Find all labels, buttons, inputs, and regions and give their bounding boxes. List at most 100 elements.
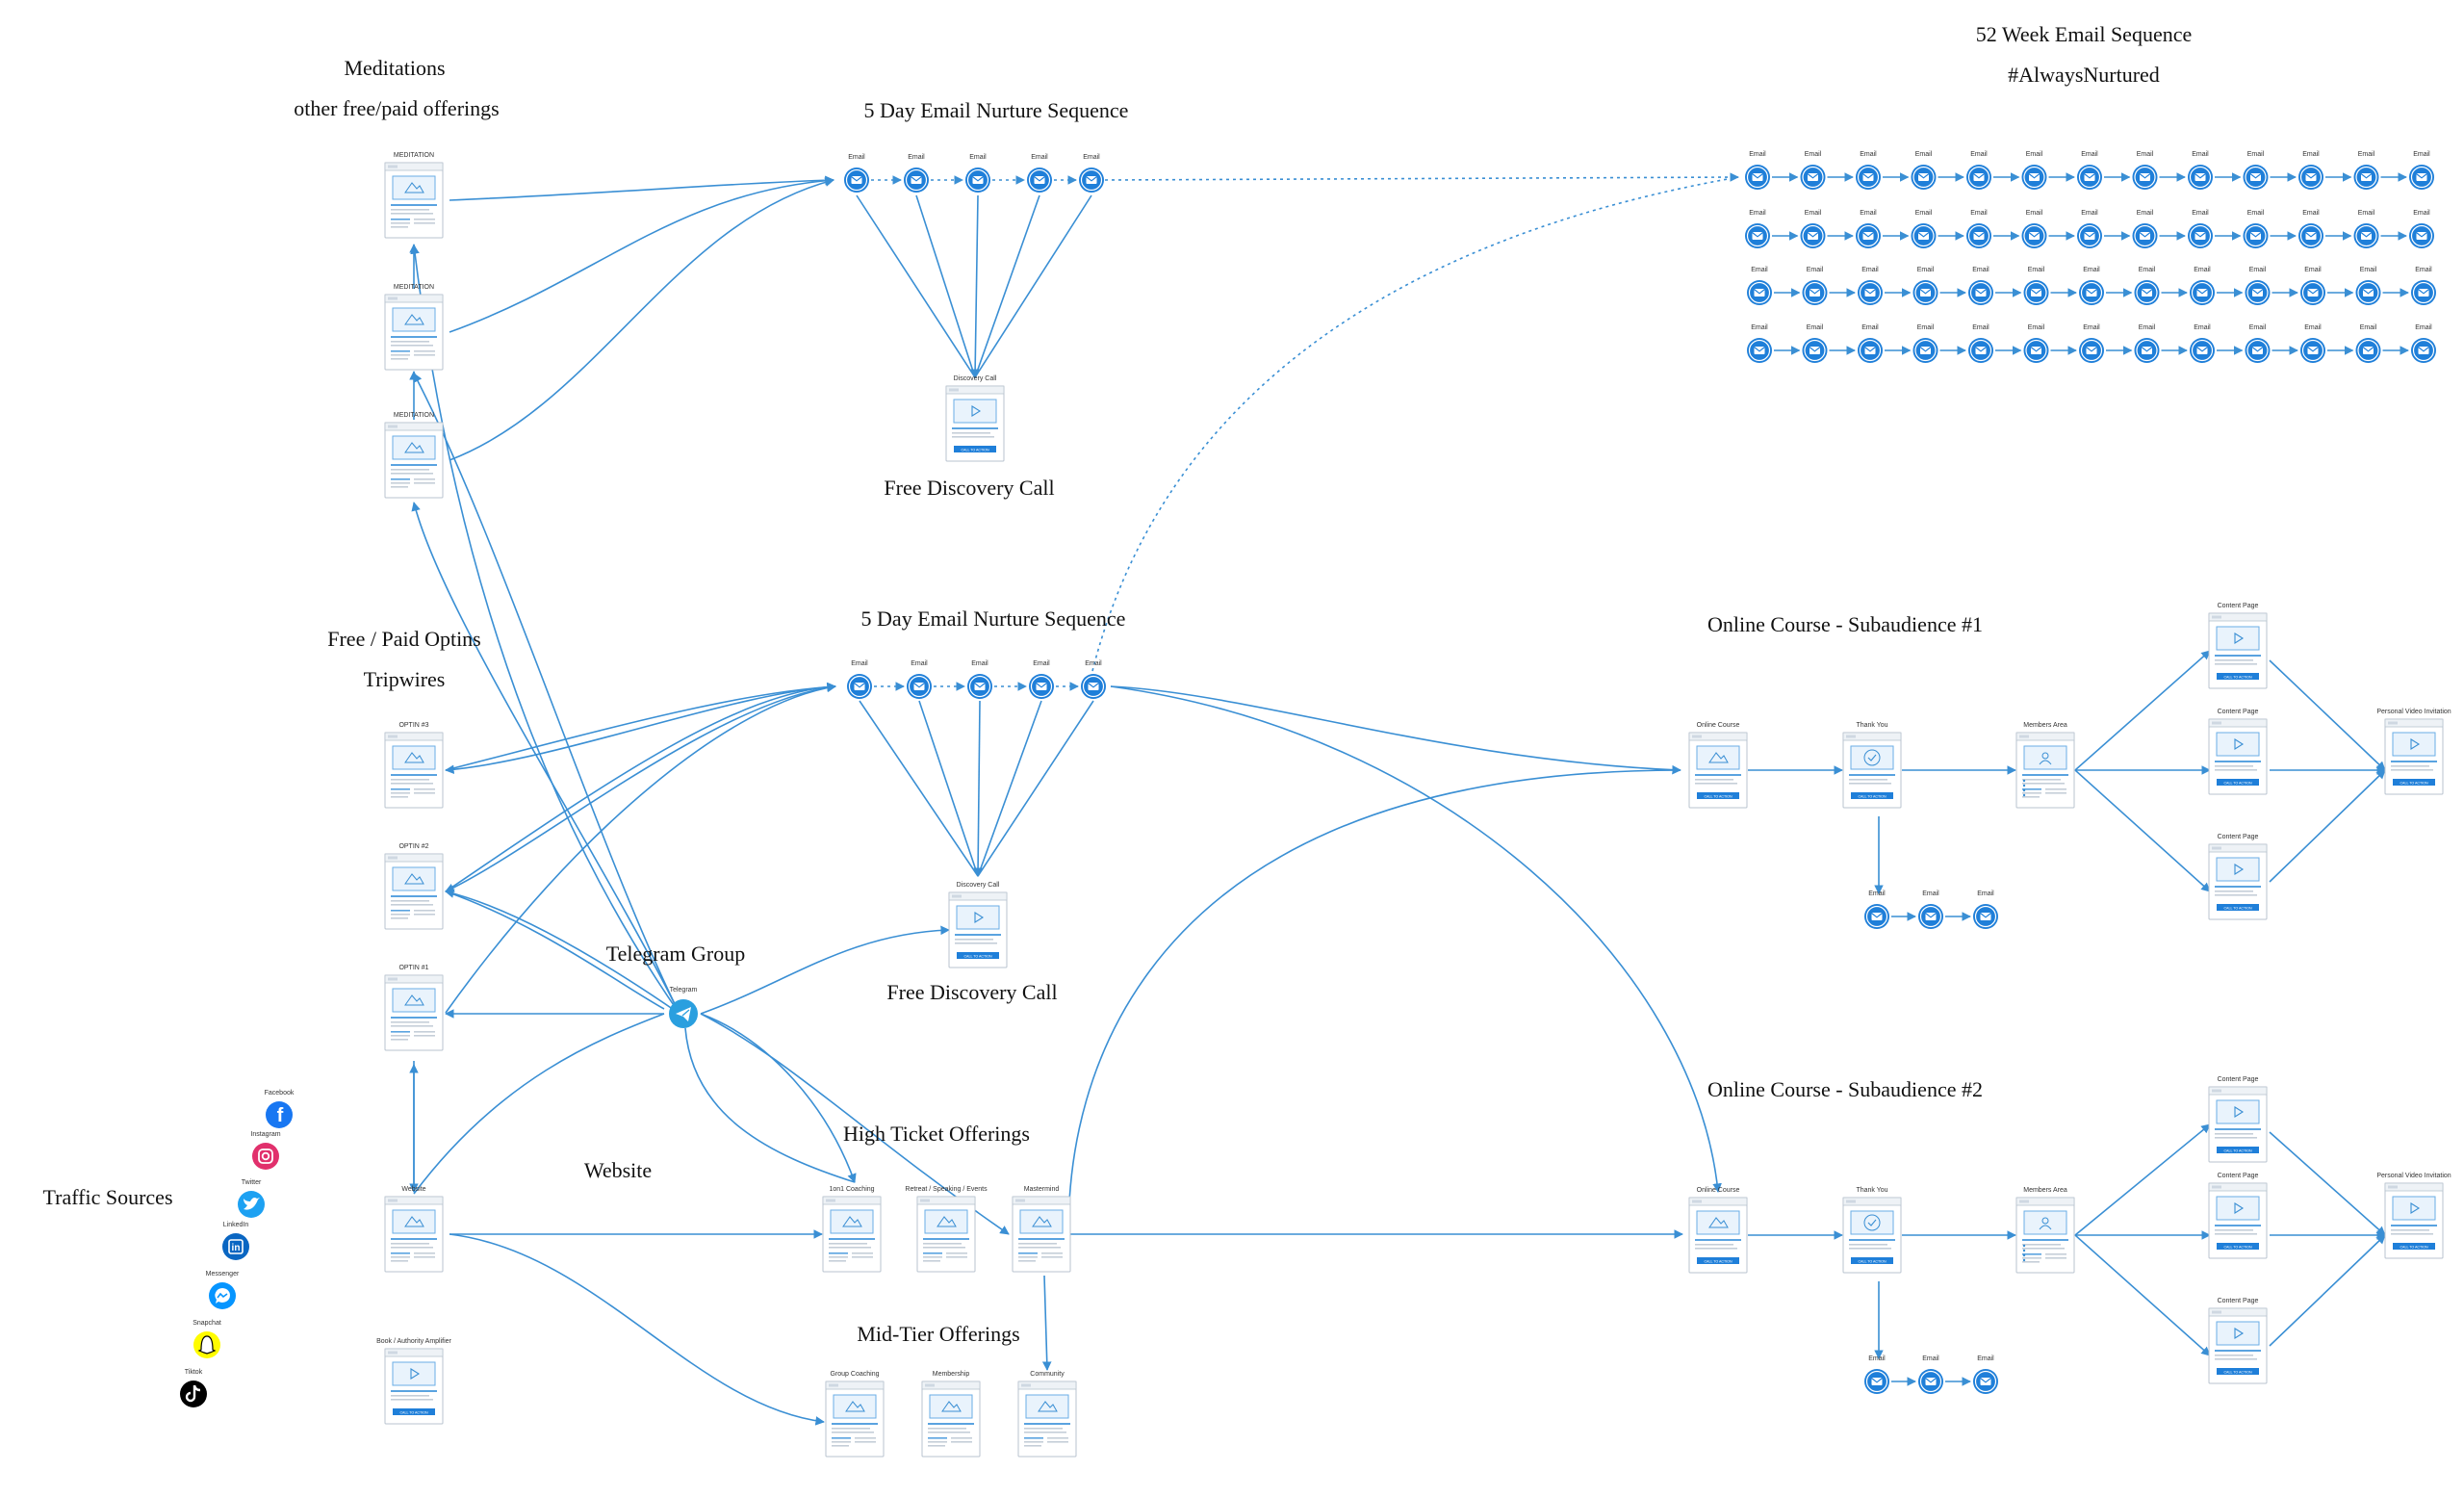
- cta-button[interactable]: [2217, 779, 2259, 786]
- email-node[interactable]: Email: [2410, 324, 2437, 364]
- email-node[interactable]: Email: [1078, 154, 1105, 194]
- email-node[interactable]: Email: [2131, 151, 2159, 191]
- email-node[interactable]: Email: [2022, 324, 2050, 364]
- email-node[interactable]: Email: [1910, 210, 1938, 249]
- cta-button[interactable]: [393, 1408, 435, 1415]
- cta-button[interactable]: [1851, 1257, 1893, 1264]
- coaching-1on1-card[interactable]: 1on1 Coaching: [822, 1186, 882, 1273]
- cta-button[interactable]: [1697, 792, 1739, 799]
- email-node[interactable]: Email: [2078, 267, 2105, 306]
- email-node[interactable]: Email: [1744, 151, 1771, 191]
- website-card[interactable]: Website: [384, 1186, 444, 1273]
- email-node[interactable]: Email: [1967, 324, 1994, 364]
- messenger-icon[interactable]: Messenger: [206, 1271, 240, 1309]
- optin-2-card[interactable]: OPTIN #2: [384, 843, 444, 930]
- email-node[interactable]: Email: [1855, 151, 1882, 191]
- cta-button[interactable]: [2217, 673, 2259, 680]
- email-node[interactable]: Email: [2133, 324, 2161, 364]
- email-node[interactable]: Email: [1972, 1355, 1999, 1395]
- email-node[interactable]: Email: [1801, 267, 1829, 306]
- cta-button[interactable]: [2217, 1243, 2259, 1250]
- email-node[interactable]: Email: [2354, 324, 2382, 364]
- email-node[interactable]: Email: [2352, 210, 2380, 249]
- email-node[interactable]: Email: [2076, 210, 2103, 249]
- optin-3-card[interactable]: OPTIN #3: [384, 722, 444, 809]
- email-node[interactable]: Email: [1965, 151, 1992, 191]
- tiktok-icon[interactable]: Tiktok: [180, 1369, 207, 1407]
- email-node[interactable]: Email: [2076, 151, 2103, 191]
- membership-card[interactable]: Membership: [921, 1371, 981, 1458]
- optin-1-card[interactable]: OPTIN #1: [384, 965, 444, 1051]
- email-node[interactable]: Email: [1744, 210, 1771, 249]
- cta-button[interactable]: [954, 446, 996, 452]
- email-node[interactable]: Email: [1863, 1355, 1890, 1395]
- email-node[interactable]: Email: [2297, 151, 2324, 191]
- retreat-card[interactable]: Retreat / Speaking / Events: [905, 1186, 988, 1273]
- email-node[interactable]: Email: [843, 154, 870, 194]
- email-node[interactable]: Email: [2410, 267, 2437, 306]
- cta-button[interactable]: [1851, 792, 1893, 799]
- email-node[interactable]: Email: [906, 660, 933, 700]
- email-node[interactable]: Email: [964, 154, 991, 194]
- email-node[interactable]: Email: [2408, 210, 2435, 249]
- instagram-icon[interactable]: Instagram: [250, 1131, 281, 1170]
- cta-button[interactable]: [957, 952, 999, 959]
- email-node[interactable]: Email: [2242, 210, 2270, 249]
- email-node[interactable]: Email: [2244, 267, 2272, 306]
- email-node[interactable]: Email: [2131, 210, 2159, 249]
- email-node[interactable]: Email: [1026, 154, 1053, 194]
- email-node[interactable]: Email: [1967, 267, 1994, 306]
- email-node[interactable]: Email: [1910, 151, 1938, 191]
- meditation-card-1[interactable]: MEDITATION: [384, 152, 444, 239]
- email-node[interactable]: Email: [2299, 324, 2326, 364]
- email-node[interactable]: Email: [2133, 267, 2161, 306]
- email-node[interactable]: Email: [903, 154, 930, 194]
- email-node[interactable]: Email: [2189, 324, 2216, 364]
- email-node[interactable]: Email: [1917, 890, 1944, 930]
- email-node[interactable]: Email: [1863, 890, 1890, 930]
- email-node[interactable]: Email: [2352, 151, 2380, 191]
- email-node[interactable]: Email: [2299, 267, 2326, 306]
- email-node[interactable]: Email: [1746, 267, 1773, 306]
- email-node[interactable]: Email: [2187, 210, 2214, 249]
- email-node[interactable]: Email: [1028, 660, 1055, 700]
- cta-button[interactable]: [2393, 779, 2435, 786]
- meditation-card-2[interactable]: MEDITATION: [384, 284, 444, 371]
- email-node[interactable]: Email: [2189, 267, 2216, 306]
- cta-button[interactable]: [1697, 1257, 1739, 1264]
- email-node[interactable]: Email: [1965, 210, 1992, 249]
- email-node[interactable]: Email: [1912, 324, 1939, 364]
- cta-button[interactable]: [2217, 904, 2259, 911]
- email-node[interactable]: Email: [2354, 267, 2382, 306]
- email-node[interactable]: Email: [1080, 660, 1107, 700]
- email-node[interactable]: Email: [1912, 267, 1939, 306]
- twitter-icon[interactable]: Twitter: [238, 1179, 265, 1218]
- email-node[interactable]: Email: [966, 660, 993, 700]
- cta-button[interactable]: [2217, 1147, 2259, 1153]
- group-coaching-card[interactable]: Group Coaching: [825, 1371, 885, 1458]
- email-node[interactable]: Email: [2244, 324, 2272, 364]
- email-node[interactable]: Email: [1799, 210, 1827, 249]
- email-node[interactable]: Email: [1855, 210, 1882, 249]
- email-node[interactable]: Email: [1857, 324, 1884, 364]
- members-area-2-card[interactable]: Members Area: [2015, 1187, 2075, 1274]
- email-node[interactable]: Email: [2408, 151, 2435, 191]
- cta-button[interactable]: [2393, 1243, 2435, 1250]
- members-area-1-card[interactable]: Members Area: [2015, 722, 2075, 809]
- cta-button[interactable]: [2217, 1368, 2259, 1375]
- email-node[interactable]: Email: [2022, 267, 2050, 306]
- email-node[interactable]: Email: [1799, 151, 1827, 191]
